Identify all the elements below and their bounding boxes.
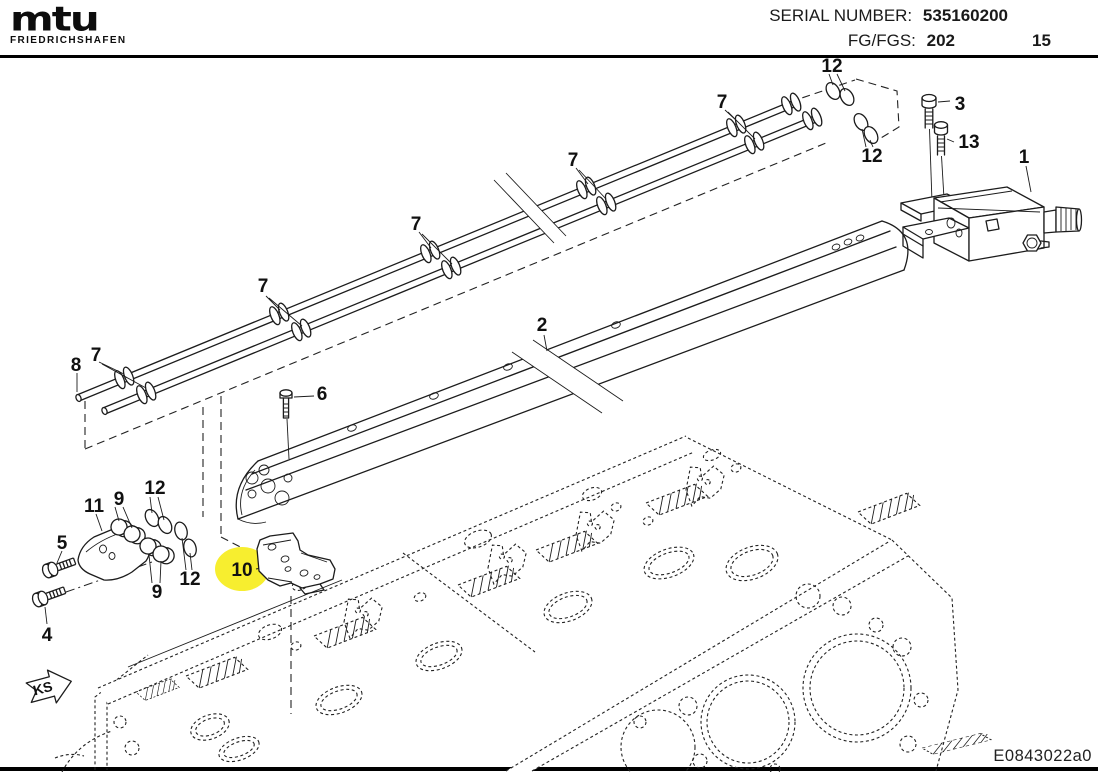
serial-number-label: SERIAL NUMBER:	[769, 6, 913, 25]
mtu-logo-subtext: FRIEDRICHSHAFEN	[10, 35, 127, 46]
callout-10[interactable]: 10	[231, 560, 252, 581]
rail-bar-end-bores	[245, 464, 293, 506]
serial-number-value: 535160200	[922, 6, 1008, 25]
reference-dashed-lines	[84, 78, 900, 714]
callout-2[interactable]: 2	[537, 315, 548, 336]
mtu-logo-word: mtu	[10, 0, 100, 39]
callout-7a[interactable]: 7	[717, 92, 728, 113]
bracket-10	[255, 532, 336, 595]
bolt-3	[921, 93, 937, 203]
callout-9a[interactable]: 9	[114, 489, 125, 510]
callout-12b[interactable]: 12	[861, 146, 882, 167]
bolt-6	[279, 389, 293, 460]
fg-fgs-label: FG/FGS:	[847, 31, 916, 50]
ks-marker-label: KS	[31, 678, 54, 698]
callout-5[interactable]: 5	[57, 533, 68, 554]
callout-9b[interactable]: 9	[152, 582, 163, 603]
callout-4[interactable]: 4	[42, 625, 53, 646]
callout-8[interactable]: 8	[71, 355, 82, 376]
rail-bar	[235, 220, 909, 524]
callout-leader-lines	[44, 73, 1032, 625]
ks-direction-arrow: KS	[25, 669, 72, 704]
callout-3[interactable]: 3	[955, 94, 966, 115]
callout-13[interactable]: 13	[958, 132, 979, 153]
serial-number-row: SERIAL NUMBER: 535160200	[769, 6, 1008, 26]
o-rings-top	[822, 79, 882, 147]
bolt-4	[30, 582, 68, 609]
footer-divider	[0, 767, 1098, 771]
valve-block	[900, 186, 1083, 262]
callout-7d[interactable]: 7	[258, 276, 269, 297]
callout-12c[interactable]: 12	[144, 478, 165, 499]
fg-fgs-row: FG/FGS: 202	[848, 31, 955, 51]
drawing-code: E0843022a0	[993, 747, 1092, 765]
callout-6[interactable]: 6	[317, 384, 328, 405]
callout-11[interactable]: 11	[84, 496, 105, 517]
injection-line-rods	[75, 91, 825, 416]
sheet-number: 15	[1032, 31, 1051, 50]
part-10-highlight[interactable]	[215, 547, 269, 591]
header-divider	[0, 55, 1098, 58]
valve-block-assembly	[900, 93, 1083, 262]
callout-1[interactable]: 1	[1019, 147, 1030, 168]
fg-fgs-value: 202	[926, 31, 955, 50]
callout-12a[interactable]: 12	[821, 56, 842, 77]
callout-7b[interactable]: 7	[568, 150, 579, 171]
callout-labels: 1 2 3 13 6 7 7 7 7 7 8 12 12 12 12 11 9 …	[42, 56, 1030, 646]
highlight-ellipse	[215, 547, 269, 591]
rail-bar-holes	[347, 234, 865, 432]
mtu-logo: mtu FRIEDRICHSHAFEN	[10, 0, 127, 46]
callout-12d[interactable]: 12	[179, 569, 200, 590]
callout-7e[interactable]: 7	[91, 345, 102, 366]
engine-block-phantom	[54, 435, 992, 772]
callout-7c[interactable]: 7	[411, 214, 422, 235]
